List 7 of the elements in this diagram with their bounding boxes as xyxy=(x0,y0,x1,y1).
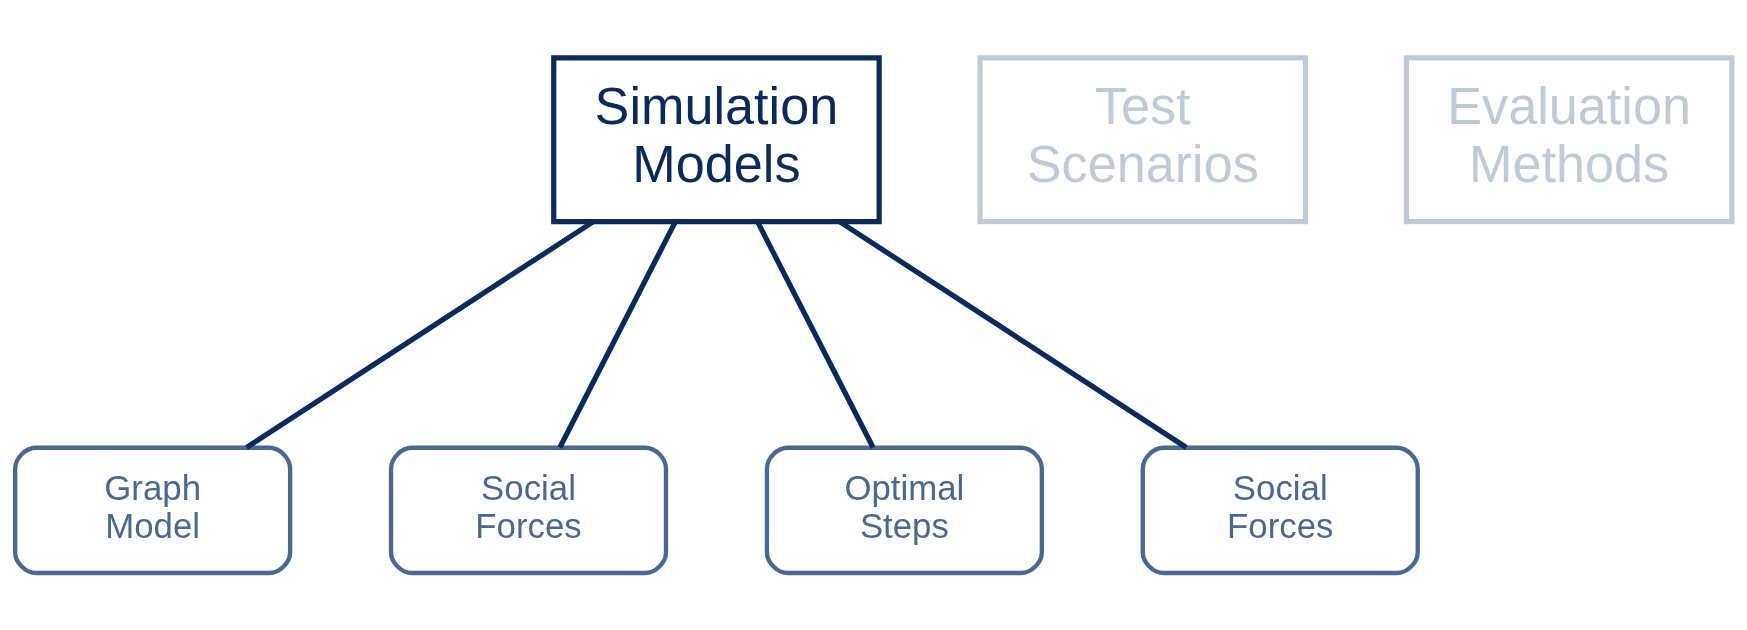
node-box: Test Scenarios xyxy=(977,54,1309,224)
node-box: Evaluation Methods xyxy=(1403,54,1735,224)
node-box: Simulation Models xyxy=(551,54,882,224)
node-box: Social Forces xyxy=(1140,445,1420,575)
node-box: Social Forces xyxy=(388,445,669,575)
node-box: Graph Model xyxy=(13,445,293,575)
node-box: Optimal Steps xyxy=(764,445,1045,575)
